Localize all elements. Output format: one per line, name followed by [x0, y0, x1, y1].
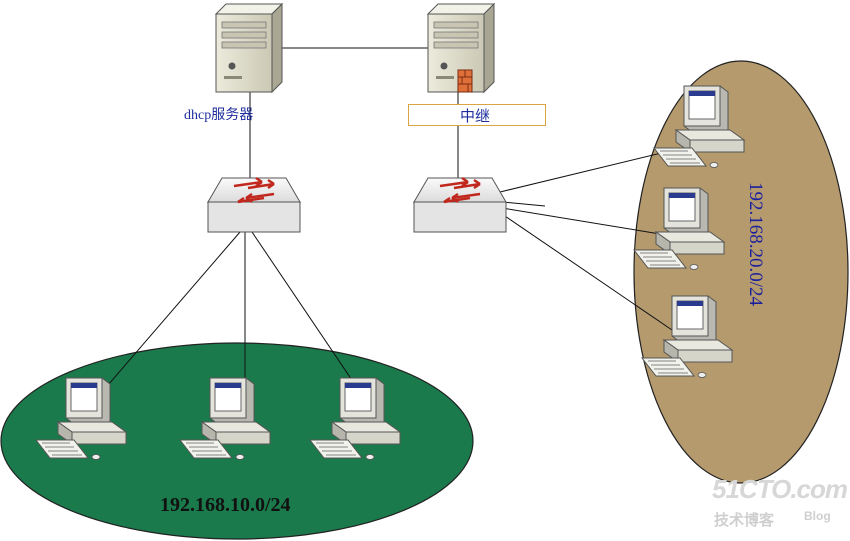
- watermark-site: 51CTO.com: [712, 474, 848, 504]
- link-relay-switch-to-pc4: [499, 147, 683, 193]
- subnet-192-168-20-ellipse: [633, 60, 849, 484]
- link-relay-switch-to-pc6: [501, 213, 673, 331]
- subnet-bottom-label: 192.168.10.0/24: [160, 494, 291, 516]
- dhcp-server-label: dhcp服务器: [184, 108, 254, 123]
- watermark-blog: Blog: [804, 509, 831, 523]
- subnet-right-label: 192.168.20.0/24: [745, 182, 766, 307]
- switch-left-icon: [206, 176, 302, 234]
- link-relay-switch-stub: [501, 201, 546, 207]
- network-links: [101, 47, 683, 393]
- firewall-icon: [457, 69, 473, 93]
- relay-label-box: [408, 104, 546, 126]
- switch-relay-icon: [412, 176, 508, 234]
- link-switch1-to-pc1: [101, 231, 241, 393]
- relay-label: 中继: [460, 109, 491, 125]
- link-relay-switch-to-pc5: [501, 207, 661, 235]
- watermark-sub: 技术博客: [714, 511, 775, 529]
- dhcp-server-icon: [215, 3, 283, 93]
- link-switch1-to-pc3: [251, 231, 361, 393]
